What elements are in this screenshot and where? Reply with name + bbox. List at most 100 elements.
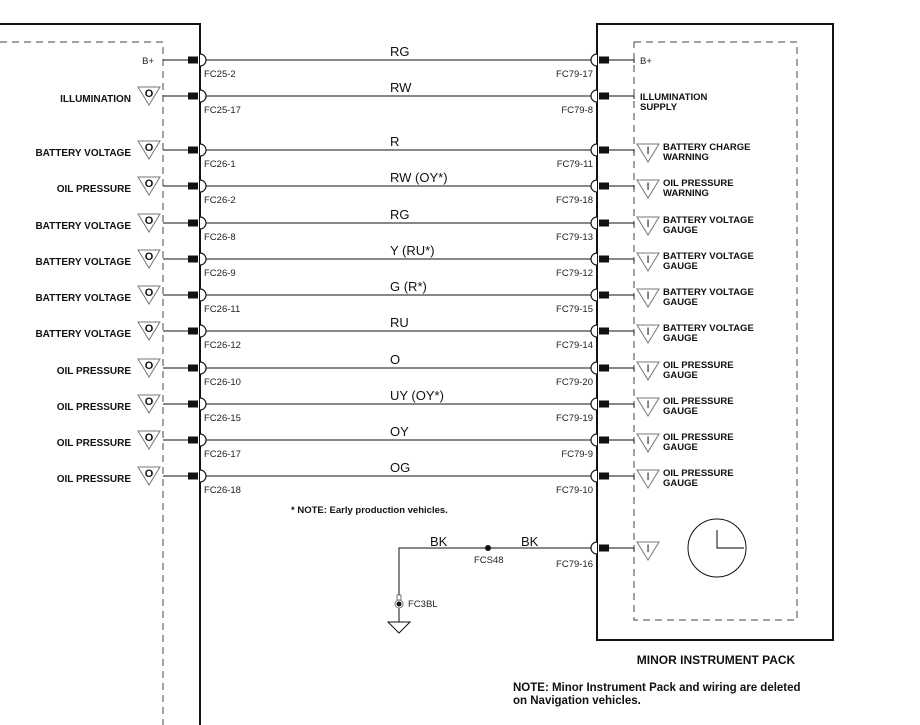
right-pin-block	[599, 291, 609, 299]
right-pin-label: FC79-17	[556, 69, 593, 80]
left-connector-hook	[199, 324, 207, 338]
output-triangle-icon	[137, 358, 161, 378]
right-signal-label: ILLUMINATION	[640, 92, 708, 103]
left-pin-label: FC26-1	[204, 159, 236, 170]
right-connector-hook	[590, 53, 598, 67]
left-pin-block	[188, 291, 198, 299]
left-connector-hook	[199, 53, 207, 67]
right-pin-label: FC79-11	[557, 159, 593, 170]
left-pin-block	[188, 182, 198, 190]
right-connector-hook	[590, 143, 598, 157]
left-pin-block	[188, 436, 198, 444]
left-pin-block	[188, 146, 198, 154]
wire-color-code: O	[390, 352, 400, 367]
right-pin-label: FC79-19	[556, 413, 593, 424]
input-glyph: I	[646, 145, 649, 157]
left-pin-block	[188, 364, 198, 372]
right-connector-hook	[590, 252, 598, 266]
right-signal-label: BATTERY VOLTAGE	[663, 287, 754, 298]
right-signal-label: GAUGE	[663, 442, 698, 453]
left-signal-label: BATTERY VOLTAGE	[35, 293, 131, 304]
right-stub-wire	[609, 149, 635, 153]
left-signal-label: BATTERY VOLTAGE	[35, 257, 131, 268]
ground-eyelet-inner	[396, 601, 402, 607]
input-glyph: I	[646, 435, 649, 447]
left-signal-label: OIL PRESSURE	[57, 402, 132, 413]
input-glyph: I	[646, 399, 649, 411]
output-triangle-icon	[137, 430, 161, 450]
right-stub-wire	[609, 330, 635, 334]
right-connector-hook	[590, 433, 598, 447]
right-stub-wire	[609, 258, 635, 262]
input-glyph: I	[646, 218, 649, 230]
input-glyph: I	[646, 471, 649, 483]
left-connector-hook	[199, 252, 207, 266]
notes: * NOTE: Early production vehicles. NOTE:…	[291, 505, 801, 707]
right-pin-block	[599, 544, 609, 552]
input-triangle-icon	[636, 143, 660, 163]
right-connector-hook	[590, 469, 598, 483]
left-connector-hook	[199, 89, 207, 103]
output-triangle-icon	[137, 466, 161, 486]
clock-hands	[716, 530, 744, 549]
left-connector-hook	[199, 433, 207, 447]
right-pin-block	[599, 56, 609, 64]
right-signal-label: WARNING	[663, 152, 709, 163]
wire-color-code: OY	[390, 424, 409, 439]
right-connector-hook	[590, 397, 598, 411]
right-signal-label: GAUGE	[663, 297, 698, 308]
output-triangle-icon	[137, 86, 161, 106]
output-triangle-icon	[137, 394, 161, 414]
left-signal-label: OIL PRESSURE	[57, 474, 132, 485]
navigation-note-line2: on Navigation vehicles.	[513, 695, 641, 707]
input-triangle-icon	[636, 179, 660, 199]
wire-color-code: Y (RU*)	[390, 243, 435, 258]
early-production-note-prefix: * NOTE:	[291, 505, 327, 516]
output-glyph: O	[145, 360, 154, 372]
right-connector-hook	[590, 361, 598, 375]
right-pin-label: FC79-15	[556, 304, 593, 315]
right-pin-label: FC79-14	[556, 340, 593, 351]
right-stub-wire	[609, 403, 635, 407]
left-pin-block	[188, 327, 198, 335]
right-signal-label: OIL PRESSURE	[663, 360, 734, 371]
left-pin-label: FC25-2	[204, 69, 236, 80]
output-glyph: O	[145, 323, 154, 335]
input-glyph: I	[646, 326, 649, 338]
wire-color-code: R	[390, 134, 399, 149]
right-pin-block	[599, 436, 609, 444]
left-pin-block	[188, 56, 198, 64]
right-pin-block	[599, 182, 609, 190]
ground-circuit: BK BK FCS48 FC3BL FC79-16I	[386, 518, 747, 634]
input-triangle-icon	[636, 469, 660, 489]
ground-connector: FC79-16I	[556, 541, 660, 570]
output-triangle-icon	[137, 249, 161, 269]
output-glyph: O	[145, 432, 154, 444]
wire-color-code: UY (OY*)	[390, 388, 444, 403]
left-pin-label: FC26-10	[204, 377, 241, 388]
right-connector-hook	[590, 324, 598, 338]
right-signal-label: GAUGE	[663, 478, 698, 489]
right-connector-hook	[590, 288, 598, 302]
input-glyph: I	[646, 181, 649, 193]
right-signal-label: GAUGE	[663, 261, 698, 272]
left-pin-label: FC26-2	[204, 195, 236, 206]
left-module-outline	[0, 23, 201, 725]
right-signal-label: OIL PRESSURE	[663, 178, 734, 189]
input-triangle-icon	[636, 433, 660, 453]
left-module-inner-dashed	[0, 41, 164, 725]
right-stub-wire	[609, 59, 635, 63]
left-pin-label: FC26-18	[204, 485, 241, 496]
right-signal-label: GAUGE	[663, 406, 698, 417]
right-pin-block	[599, 146, 609, 154]
input-glyph: I	[646, 363, 649, 375]
right-stub-wire	[609, 95, 635, 99]
left-pin-block	[188, 92, 198, 100]
ground-wire	[398, 547, 597, 600]
right-signal-label: GAUGE	[663, 370, 698, 381]
